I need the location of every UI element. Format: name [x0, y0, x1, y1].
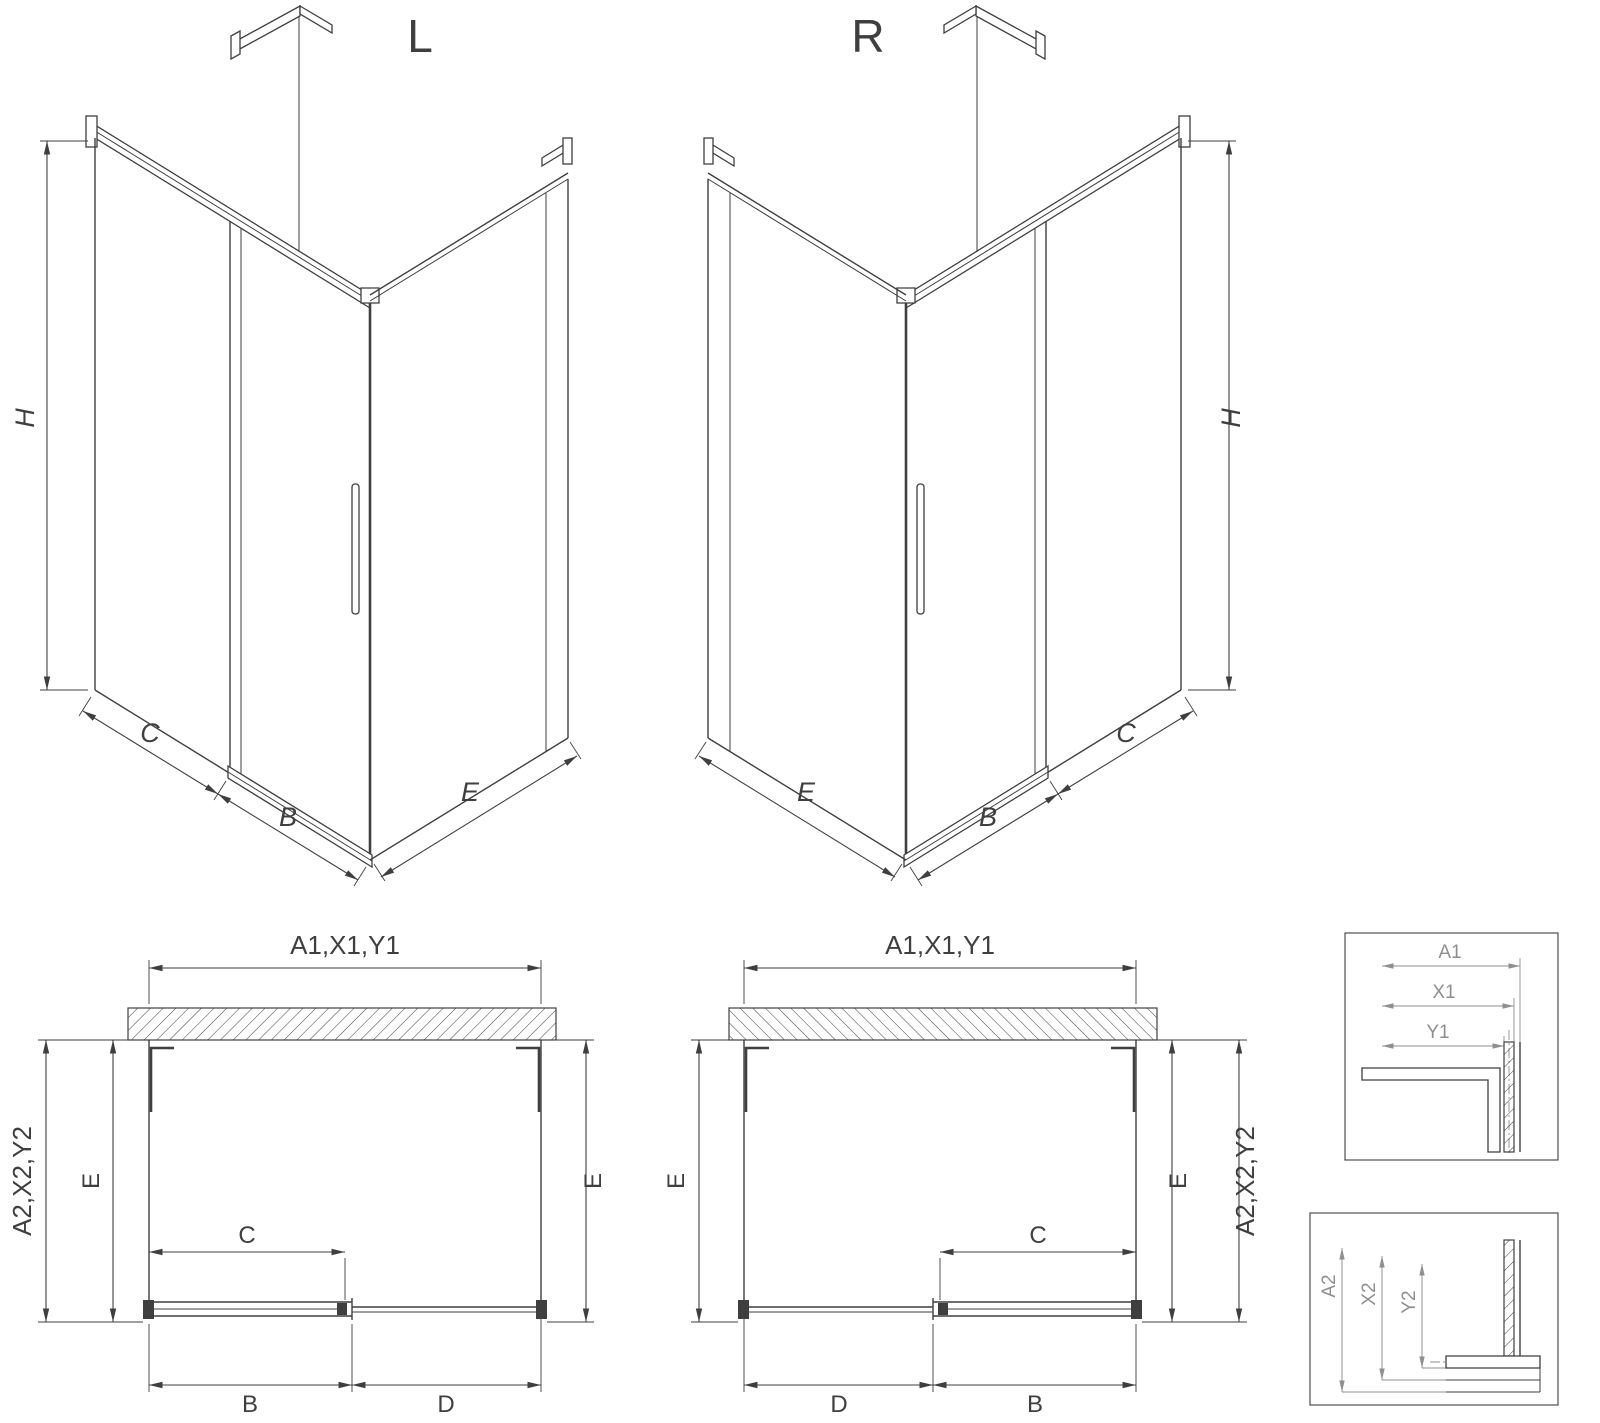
variant-label-right: R — [851, 10, 884, 62]
plan-view-left: A1,X1,Y1 A2,X2,Y2 E E C B D — [7, 930, 607, 1418]
dim-label-c-left: C — [140, 718, 160, 748]
detail-view-top: A1 X1 Y1 — [1344, 932, 1559, 1161]
detail-y1-label: Y1 — [1426, 1022, 1449, 1043]
plan-left-depth-inner-label: E — [78, 1173, 105, 1189]
plan-view-right: A1,X1,Y1 E E A2,X2,Y2 C D B — [663, 930, 1260, 1418]
iso-linework-left — [40, 6, 581, 886]
detail-bottom-border — [1309, 1212, 1559, 1406]
plan-right-bottom-right-label: B — [1027, 1391, 1043, 1418]
detail-top-glass-section — [1503, 1041, 1515, 1153]
plan-right-depth-inner-label: E — [1165, 1173, 1192, 1189]
plan-right-depth-outer-label: A2,X2,Y2 — [1230, 1126, 1260, 1236]
detail-y2-label: Y2 — [1399, 1290, 1420, 1313]
plan-linework-right — [691, 960, 1247, 1392]
plan-left-bottom-right-label: D — [437, 1391, 454, 1418]
plan-right-left-depth-label: E — [663, 1173, 690, 1189]
iso-view-right: R H E B C — [695, 6, 1246, 886]
dim-label-c-right: C — [1116, 718, 1136, 748]
detail-a2-label: A2 — [1319, 1274, 1340, 1297]
detail-bottom-track-profile — [1445, 1355, 1541, 1369]
dim-label-b-left: B — [279, 802, 297, 832]
plan-left-width-label: A1,X1,Y1 — [290, 930, 400, 960]
plan-right-opening-label: C — [1029, 1222, 1046, 1249]
iso-linework-right — [695, 6, 1236, 886]
detail-view-bottom: A2 X2 Y2 — [1309, 1212, 1559, 1406]
plan-left-right-depth-label: E — [580, 1173, 607, 1189]
variant-label-left: L — [407, 10, 433, 62]
plan-right-width-label: A1,X1,Y1 — [885, 930, 995, 960]
dim-label-b-right: B — [979, 802, 997, 832]
dim-label-height-left: H — [10, 408, 40, 428]
detail-a1-label: A1 — [1438, 942, 1461, 963]
dim-label-e-left: E — [461, 777, 480, 807]
detail-bottom-glass-section — [1503, 1239, 1515, 1357]
detail-top-wall-profile — [1361, 1067, 1501, 1153]
iso-view-left: L H C B E — [10, 6, 581, 886]
detail-x2-label: X2 — [1359, 1282, 1380, 1305]
plan-left-depth-outer-label: A2,X2,Y2 — [7, 1126, 37, 1236]
plan-linework-left — [38, 960, 594, 1392]
dim-label-height-right: H — [1216, 408, 1246, 428]
plan-right-bottom-left-label: D — [830, 1391, 847, 1418]
plan-left-bottom-left-label: B — [242, 1391, 258, 1418]
detail-top-border — [1344, 932, 1559, 1161]
dim-label-e-right: E — [797, 777, 816, 807]
detail-x1-label: X1 — [1432, 982, 1455, 1003]
plan-left-opening-label: C — [238, 1222, 255, 1249]
